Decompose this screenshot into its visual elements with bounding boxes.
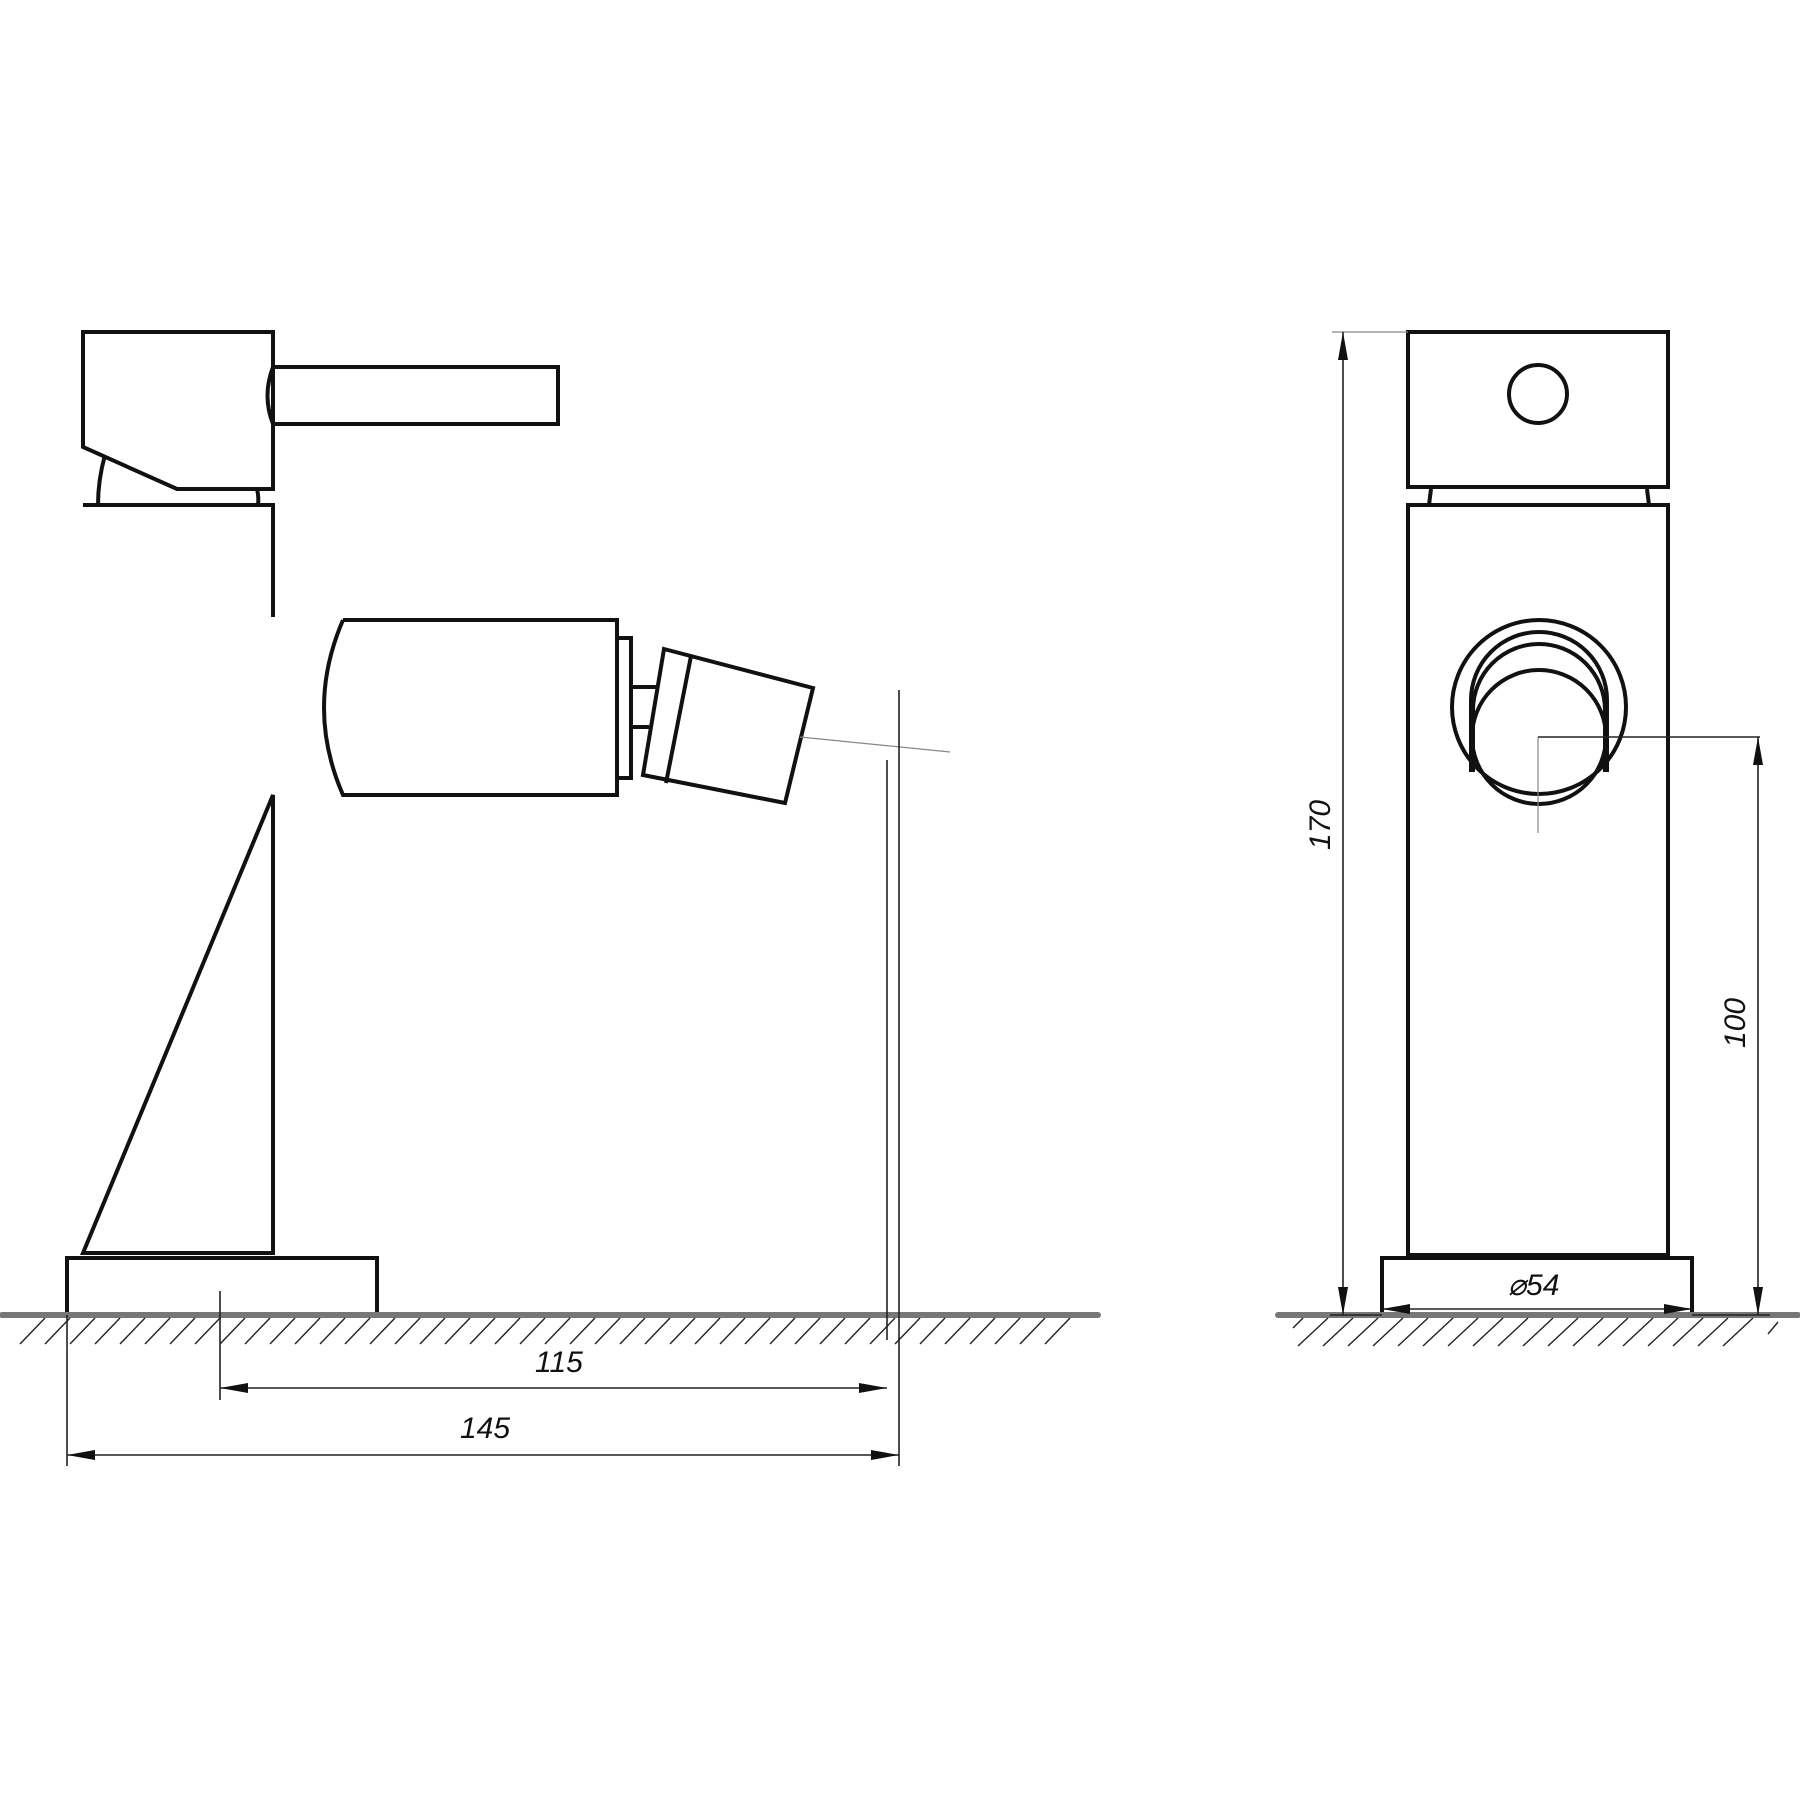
handle-block-front	[1406, 330, 1670, 489]
spout	[322, 618, 619, 797]
dimension-label-170: 170	[1304, 800, 1337, 850]
dimension-label-145: 145	[460, 1412, 510, 1445]
lever	[265, 365, 560, 426]
neck-arc-right	[255, 488, 261, 506]
dimension-115: 115	[219, 760, 888, 1400]
neck-arc-left	[96, 454, 107, 506]
dimension-145: 145	[66, 690, 900, 1466]
nozzle	[640, 646, 816, 806]
spout-ring-arc-2	[1471, 642, 1607, 772]
ground-hatching-left	[19, 1317, 1071, 1345]
dimension-label-100: 100	[1719, 998, 1752, 1048]
side-view	[65, 330, 951, 1317]
dimension-label-115: 115	[535, 1346, 583, 1379]
body-front	[1406, 503, 1670, 1257]
spout-ring	[615, 636, 633, 780]
spout-outer-circle	[1450, 618, 1628, 796]
dimension-54: ⌀54	[1382, 1269, 1692, 1314]
dimension-label-54: ⌀54	[1508, 1269, 1559, 1302]
handle-block	[81, 330, 275, 491]
swivel-stem	[631, 685, 656, 729]
lever-end-circle	[1507, 363, 1569, 425]
nozzle-band	[664, 655, 693, 784]
base-plate	[65, 1256, 379, 1317]
spout-ring-arc-1	[1469, 630, 1609, 772]
dimension-170: 170	[1304, 331, 1408, 1316]
neck-front	[1427, 488, 1651, 506]
dimension-100: 100	[1538, 736, 1770, 1316]
body	[80, 503, 275, 1255]
ground-hatching-right	[1292, 1317, 1779, 1347]
front-view	[1380, 330, 1694, 1317]
outlet-leader	[799, 736, 951, 753]
